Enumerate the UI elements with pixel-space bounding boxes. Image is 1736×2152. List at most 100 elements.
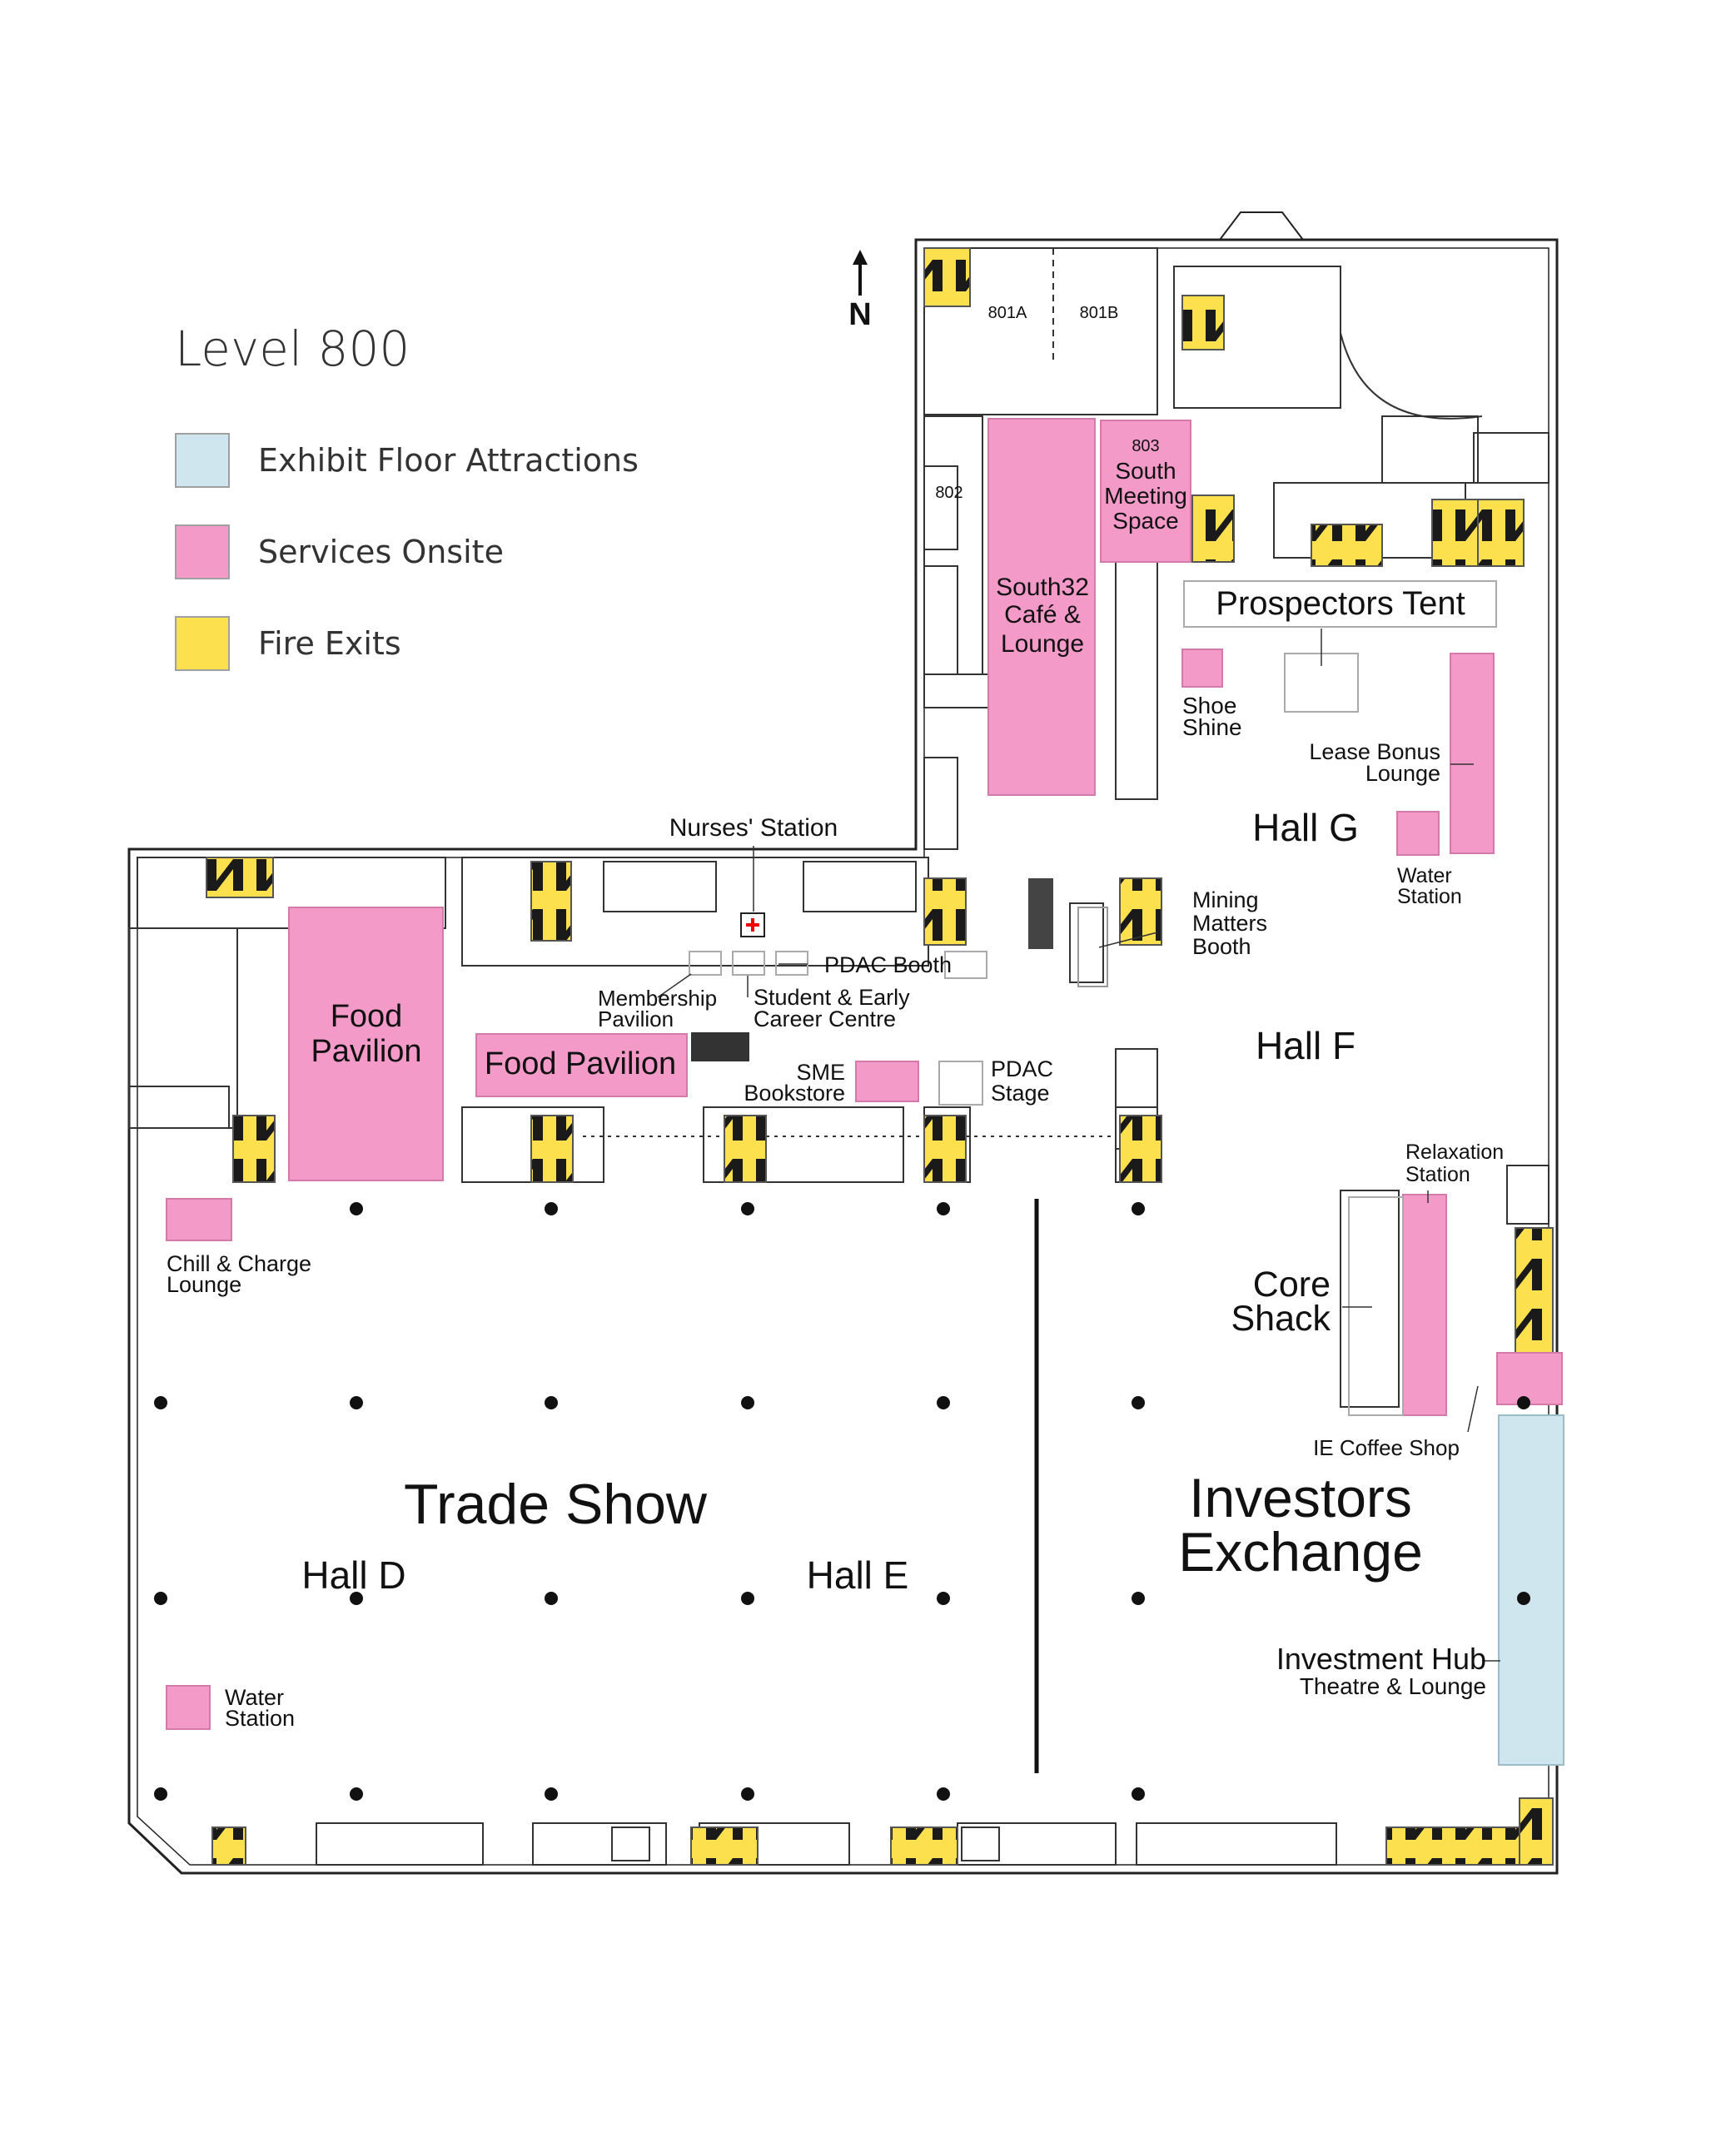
sme-line-1: SME xyxy=(796,1060,845,1085)
south32-line-2: Café & xyxy=(1004,601,1081,629)
south32-line-3: Lounge xyxy=(1001,630,1084,658)
legend-item-fire-exits: Fire Exits xyxy=(175,614,401,673)
interior-walls xyxy=(128,247,1549,1866)
nurses-station-marker xyxy=(740,912,765,937)
water-station-g-line-2: Station xyxy=(1397,885,1462,908)
hall-g-label: Hall G xyxy=(1252,806,1359,849)
membership-line-2: Pavilion xyxy=(598,1006,674,1031)
hall-e-label: Hall E xyxy=(807,1553,909,1597)
south-meeting-line-2: Meeting xyxy=(1104,483,1187,509)
food-pavilion-left-line-1: Food xyxy=(331,999,403,1034)
map-title: Level 800 xyxy=(175,321,410,377)
pdac-booth[interactable] xyxy=(775,951,808,976)
core-shack-area[interactable] xyxy=(1348,1196,1404,1416)
fire-exit xyxy=(1311,524,1383,567)
legend-swatch-exhibit xyxy=(175,433,230,488)
investors-line-2: Exchange xyxy=(1178,1521,1423,1583)
membership-pavilion-booth[interactable] xyxy=(689,951,722,976)
legend-label-fire-exits: Fire Exits xyxy=(258,625,401,662)
legend-swatch-fire-exits xyxy=(175,616,230,671)
area-labels: South Meeting Space South32 Café & Loung… xyxy=(996,458,1187,658)
water-station-d-area[interactable] xyxy=(166,1685,211,1730)
pdac-booth-label: PDAC Booth xyxy=(824,952,952,977)
water-station-g-area[interactable] xyxy=(1396,811,1440,856)
sme-bookstore-area[interactable] xyxy=(855,1061,919,1102)
ie-coffee-shop-label: IE Coffee Shop xyxy=(1313,1435,1460,1460)
fire-exit xyxy=(1119,1115,1162,1183)
legend-swatch-services xyxy=(175,524,230,579)
services-onsite xyxy=(166,418,1563,1730)
prospectors-tent-label: Prospectors Tent xyxy=(1216,585,1465,622)
lease-bonus-line-2: Lounge xyxy=(1365,761,1440,786)
chill-charge-line-2: Lounge xyxy=(167,1272,241,1297)
nurses-station-label: Nurses' Station xyxy=(669,814,838,842)
pdac-stage-line-2: Stage xyxy=(991,1081,1050,1106)
fire-exits xyxy=(206,247,1554,1866)
core-shack-line-1: Core xyxy=(1253,1265,1331,1305)
south32-cafe-area[interactable] xyxy=(987,418,1096,796)
fire-exit xyxy=(232,1115,276,1183)
fire-exit xyxy=(1191,495,1235,563)
fire-exit xyxy=(923,1115,967,1183)
pdac-stage-line-1: PDAC xyxy=(991,1056,1053,1081)
fire-exit xyxy=(724,1115,767,1183)
mining-matters-line-1: Mining xyxy=(1192,887,1259,912)
student-career-line-2: Career Centre xyxy=(754,1006,896,1031)
relaxation-line-1: Relaxation xyxy=(1405,1141,1504,1164)
hall-f-label: Hall F xyxy=(1256,1024,1355,1067)
investment-hub-area[interactable] xyxy=(1498,1414,1564,1766)
leader-lines xyxy=(657,629,1500,1662)
room-802-label: 802 xyxy=(935,484,963,502)
shoe-shine-line-2: Shine xyxy=(1182,714,1242,740)
water-station-g-line-1: Water xyxy=(1397,864,1452,887)
mining-matters-booth-area[interactable] xyxy=(944,951,987,979)
south-meeting-line-3: Space xyxy=(1112,508,1178,534)
fire-exit xyxy=(530,861,572,942)
food-pavilion-left-area[interactable] xyxy=(288,907,444,1181)
trade-show-label: Trade Show xyxy=(404,1473,708,1536)
relaxation-station-area[interactable] xyxy=(1402,1194,1447,1416)
south32-line-1: South32 xyxy=(996,574,1089,601)
first-aid-icon xyxy=(746,918,759,932)
north-label: N xyxy=(848,297,871,332)
fire-exit xyxy=(923,877,967,946)
membership-line-1: Membership xyxy=(598,986,717,1011)
fire-exit xyxy=(1181,295,1225,350)
lease-bonus-lounge-area[interactable] xyxy=(1450,653,1495,854)
legend-label-exhibit: Exhibit Floor Attractions xyxy=(258,442,639,479)
fire-exit xyxy=(1515,1227,1554,1370)
ie-coffee-shop-area[interactable] xyxy=(1496,1352,1563,1405)
fire-exit xyxy=(1477,499,1525,567)
fire-exit xyxy=(1385,1826,1520,1866)
food-pavilion-mid-area[interactable] xyxy=(475,1033,688,1097)
prospectors-tent-area[interactable] xyxy=(1183,580,1497,628)
fire-exit xyxy=(211,1826,246,1866)
mining-matters-line-3: Booth xyxy=(1192,934,1251,959)
water-station-d-line-2: Station xyxy=(225,1706,295,1731)
fire-exit xyxy=(923,247,971,307)
food-pavilion-left-line-2: Pavilion xyxy=(311,1034,421,1069)
relaxation-line-2: Station xyxy=(1405,1163,1470,1186)
mining-matters-line-2: Matters xyxy=(1192,911,1267,936)
water-station-d-line-1: Water xyxy=(225,1685,284,1710)
chill-charge-lounge-area[interactable] xyxy=(166,1198,232,1241)
core-shack-line-2: Shack xyxy=(1231,1299,1331,1339)
legend-label-services: Services Onsite xyxy=(258,534,504,570)
legend-item-exhibit: Exhibit Floor Attractions xyxy=(175,431,639,490)
lease-bonus-line-1: Lease Bonus xyxy=(1309,739,1440,764)
investment-hub-line-2: Theatre & Lounge xyxy=(1300,1673,1486,1699)
investors-line-1: Investors xyxy=(1189,1467,1412,1528)
south-meeting-line-1: South xyxy=(1115,458,1176,484)
student-career-booth[interactable] xyxy=(732,951,765,976)
fire-exit xyxy=(1519,1797,1554,1866)
chill-charge-line-1: Chill & Charge xyxy=(167,1251,311,1276)
pdac-stage-area[interactable] xyxy=(938,1061,983,1106)
shoe-shine-area[interactable] xyxy=(1181,649,1223,688)
student-career-line-1: Student & Early xyxy=(754,985,910,1010)
south-meeting-space-area[interactable] xyxy=(1100,420,1191,563)
fire-exit xyxy=(206,857,274,898)
shoe-shine-line-1: Shoe xyxy=(1182,693,1236,718)
fire-exit xyxy=(690,1826,759,1866)
